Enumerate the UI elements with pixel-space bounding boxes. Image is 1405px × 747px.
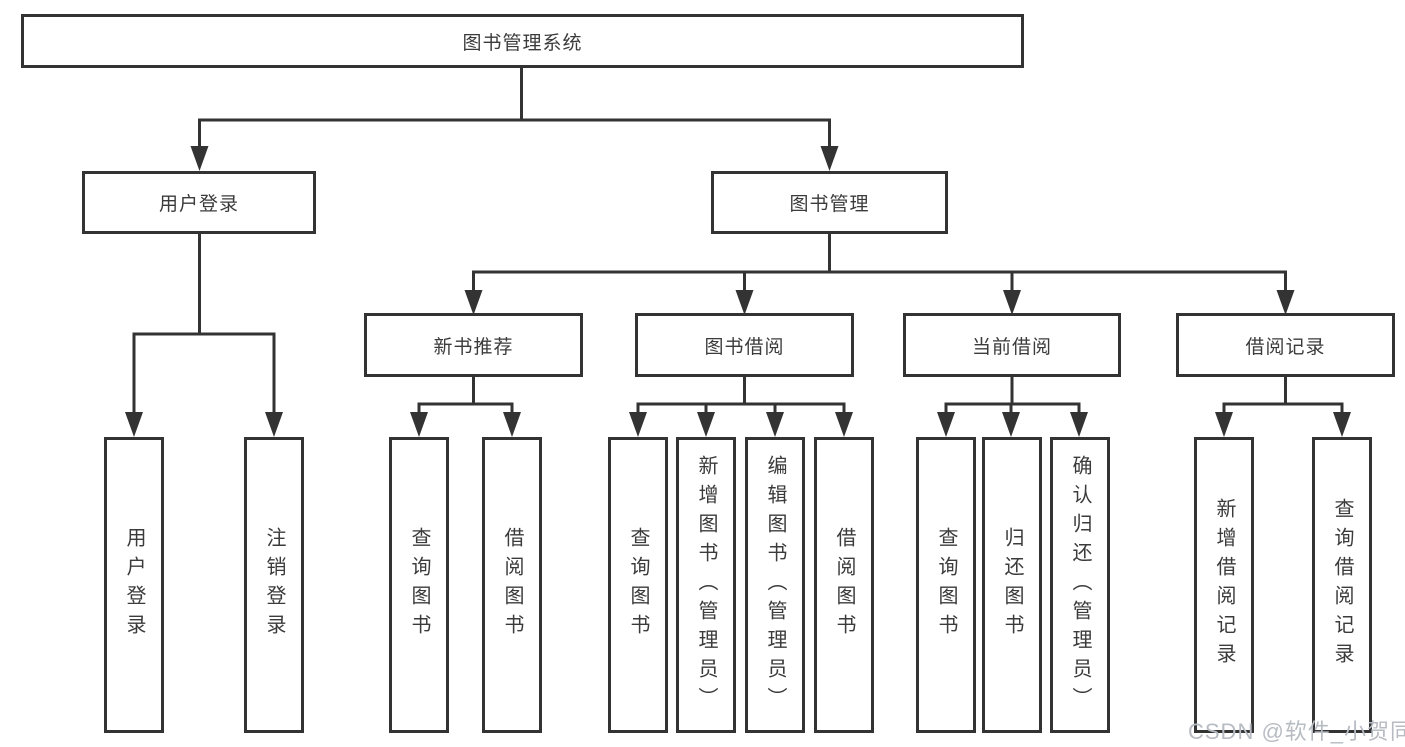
arrowhead	[735, 290, 754, 315]
leaf-confirm-return-admin: 确认归还（管理员）	[1050, 437, 1110, 733]
leaf-query-books-1-label: 查询图书	[408, 527, 430, 643]
leaf-edit-book-admin-label: 编辑图书（管理员）	[764, 454, 786, 716]
arrowhead	[265, 412, 283, 437]
node-borrowing-records-label: 借阅记录	[1245, 336, 1326, 358]
arrowhead	[835, 412, 853, 437]
leaf-add-borrow-record-label: 新增借阅记录	[1213, 498, 1235, 672]
arrowhead	[629, 412, 647, 437]
arrowhead	[697, 412, 715, 437]
arrowhead	[1003, 290, 1021, 315]
arrowhead	[820, 146, 839, 171]
node-root: 图书管理系统	[21, 14, 1024, 68]
leaf-logout-label: 注销登录	[263, 527, 285, 643]
leaf-query-borrow-record-label: 查询借阅记录	[1331, 498, 1353, 672]
arrowhead	[503, 412, 521, 437]
watermark: CSDN @软件_小贺同学	[1188, 719, 1405, 744]
leaf-query-borrow-record: 查询借阅记录	[1312, 437, 1372, 733]
arrowhead	[464, 290, 483, 315]
arrowhead	[1215, 412, 1233, 437]
leaf-user-login-label: 用户登录	[123, 527, 145, 643]
arrowhead	[1276, 290, 1295, 315]
arrowhead	[1070, 412, 1088, 437]
node-user-login-label: 用户登录	[158, 194, 239, 215]
leaf-query-books-1: 查询图书	[389, 437, 449, 733]
connector-new-book-recommend-branch	[410, 377, 521, 437]
leaf-query-books-3: 查询图书	[916, 437, 976, 733]
leaf-user-login: 用户登录	[104, 437, 164, 733]
node-borrowing-records: 借阅记录	[1176, 313, 1395, 377]
arrowhead	[125, 412, 143, 437]
leaf-query-books-3-label: 查询图书	[935, 527, 957, 643]
leaf-query-books-2-label: 查询图书	[627, 527, 649, 643]
arrowhead	[1333, 412, 1351, 437]
connector-book-management-branch	[464, 234, 1295, 315]
arrowhead	[937, 412, 955, 437]
connector-user-login-branch	[125, 234, 283, 437]
leaf-add-book-admin: 新增图书（管理员）	[676, 437, 736, 733]
arrowhead	[190, 146, 209, 171]
arrowhead	[410, 412, 428, 437]
node-root-label: 图书管理系统	[462, 32, 583, 54]
arrowhead	[1002, 412, 1020, 437]
leaf-query-books-2: 查询图书	[608, 437, 668, 733]
arrowhead	[766, 412, 784, 437]
leaf-add-borrow-record: 新增借阅记录	[1194, 437, 1254, 733]
leaf-borrow-books-1-label: 借阅图书	[501, 527, 523, 643]
leaf-borrow-books-2-label: 借阅图书	[833, 527, 855, 643]
leaf-logout: 注销登录	[244, 437, 304, 733]
connector-book-borrowing-branch	[629, 377, 853, 437]
node-book-borrowing: 图书借阅	[635, 313, 854, 377]
leaf-confirm-return-admin-label: 确认归还（管理员）	[1069, 454, 1091, 716]
node-current-borrowing: 当前借阅	[903, 313, 1121, 377]
leaf-edit-book-admin: 编辑图书（管理员）	[745, 437, 805, 733]
node-book-management: 图书管理	[711, 171, 948, 234]
leaf-add-book-admin-label: 新增图书（管理员）	[695, 454, 717, 716]
node-book-borrowing-label: 图书借阅	[704, 336, 785, 358]
connector-root-to-level2	[190, 68, 839, 171]
leaf-return-books: 归还图书	[982, 437, 1042, 733]
connector-current-borrowing-branch	[937, 377, 1088, 437]
leaf-borrow-books-2: 借阅图书	[814, 437, 874, 733]
node-current-borrowing-label: 当前借阅	[971, 336, 1052, 358]
connector-borrowing-records-branch	[1215, 377, 1351, 437]
leaf-borrow-books-1: 借阅图书	[482, 437, 542, 733]
leaf-return-books-label: 归还图书	[1001, 527, 1023, 643]
node-user-login: 用户登录	[82, 171, 316, 234]
node-new-book-recommend-label: 新书推荐	[433, 336, 514, 358]
node-new-book-recommend: 新书推荐	[364, 313, 583, 377]
node-book-management-label: 图书管理	[789, 194, 870, 215]
